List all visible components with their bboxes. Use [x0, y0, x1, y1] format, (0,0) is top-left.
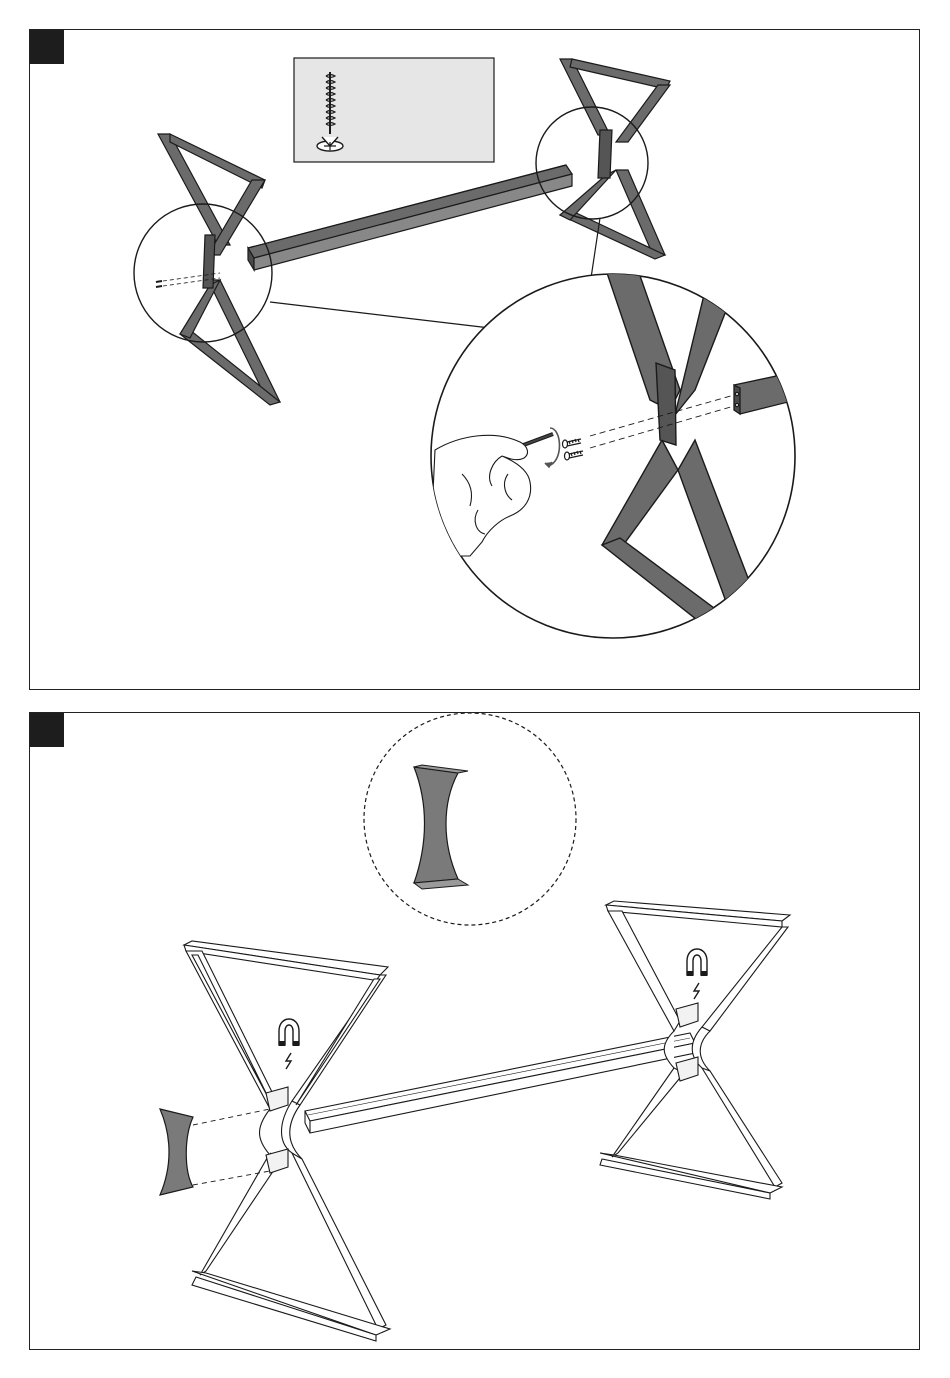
- step-2-illustration: [30, 713, 920, 1350]
- step-1-panel: [29, 29, 920, 690]
- magnet-icon: [279, 1019, 299, 1046]
- x-leg-left: [158, 134, 280, 405]
- step-1-illustration: [30, 30, 920, 690]
- cover-plate: [414, 765, 468, 889]
- magnet-icon-left: [279, 1019, 299, 1069]
- magnet-icon-right: [687, 949, 707, 999]
- crossbar: [305, 1033, 695, 1133]
- step-2-panel: [29, 712, 920, 1350]
- screw-inset: [294, 58, 494, 162]
- crossbar: [248, 165, 572, 270]
- magnet-icon: [687, 949, 707, 976]
- x-leg-left: [184, 941, 390, 1341]
- lightning-icon: [286, 1053, 291, 1069]
- x-leg-right: [560, 59, 670, 259]
- detail-zoom-callout: [430, 270, 804, 640]
- lightning-icon: [694, 983, 699, 999]
- magnetic-cover-plate-inset: [364, 713, 576, 925]
